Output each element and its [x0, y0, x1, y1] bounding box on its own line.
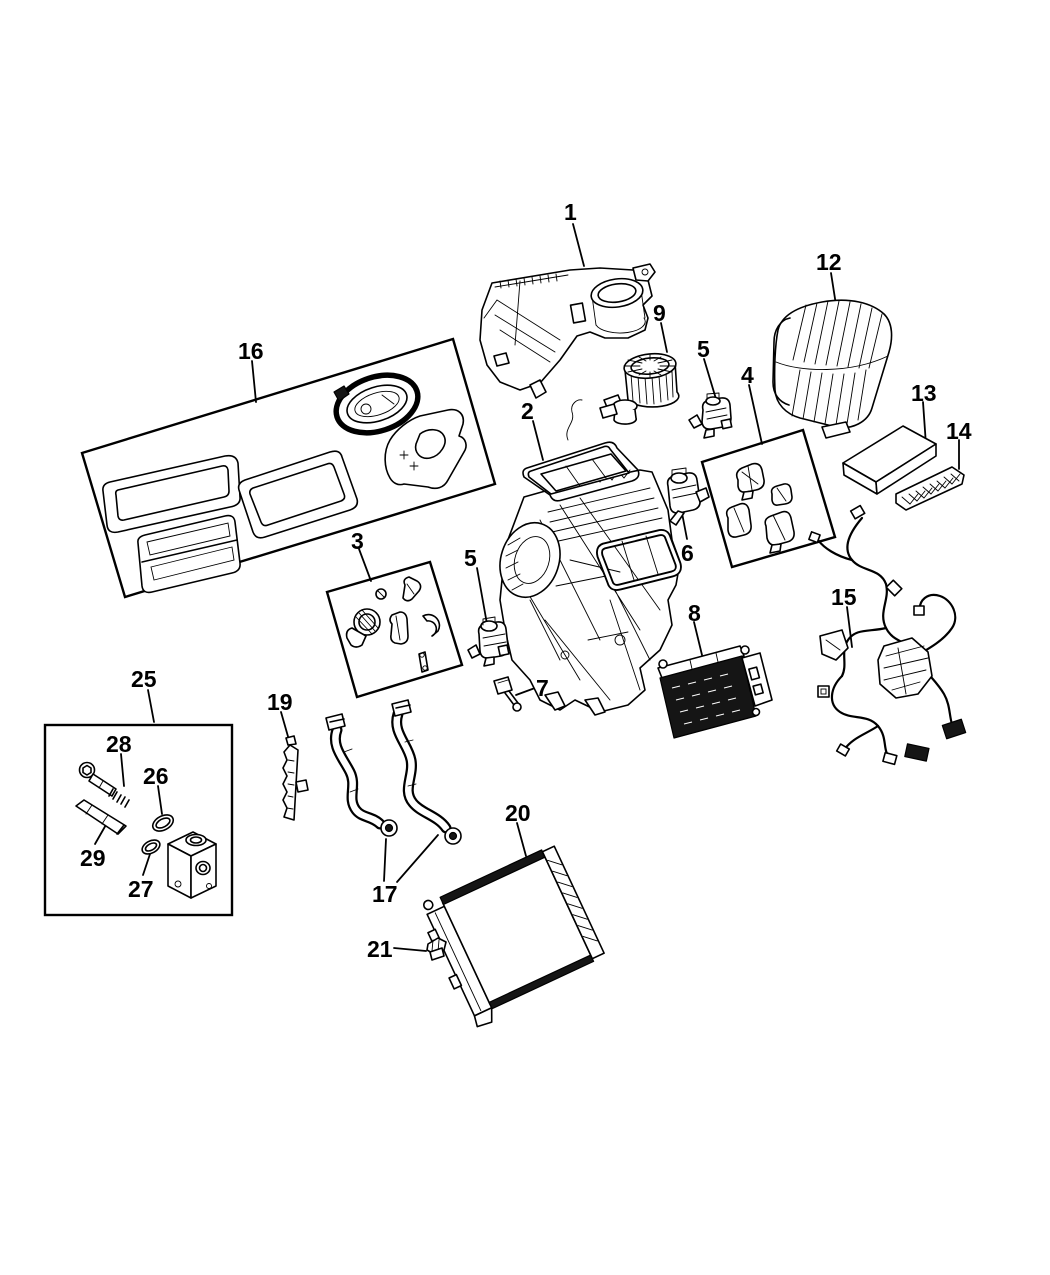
part-26-o-ring	[151, 814, 175, 832]
callout-3: 3	[351, 528, 364, 554]
callout-5-lower: 5	[464, 545, 477, 571]
part-1-air-inlet-housing	[479, 263, 656, 399]
callout-7: 7	[536, 675, 549, 701]
part-13-cabin-air-filter	[842, 425, 937, 495]
molded-gasket	[384, 408, 467, 490]
callout-25: 25	[131, 666, 157, 692]
pigtail-wire	[566, 399, 583, 441]
part-20-heater-core	[422, 845, 605, 1028]
part-5-actuator-lower	[467, 616, 510, 667]
part-12-distribution-housing	[772, 299, 893, 439]
part-25-expansion-valve-kit	[75, 761, 217, 899]
part-8-heater-element	[657, 645, 773, 739]
callout-6: 6	[681, 540, 694, 566]
part-9-blower-motor	[599, 352, 680, 425]
oval-seal	[333, 372, 421, 436]
callout-16: 16	[238, 338, 264, 364]
part-7-connector	[493, 676, 522, 712]
callout-28: 28	[106, 731, 132, 757]
callout-8: 8	[688, 600, 701, 626]
kit-box-25-outline	[43, 723, 234, 917]
kit-box-4-outline	[700, 428, 837, 569]
callout-20: 20	[505, 800, 531, 826]
part-19-bracket-strip	[282, 735, 309, 821]
callout-12: 12	[816, 249, 842, 275]
part-27-o-ring	[141, 839, 161, 855]
kit-box-3-outline	[325, 560, 464, 699]
callout-19: 19	[267, 689, 293, 715]
callout-5-upper: 5	[697, 336, 710, 362]
part-21-clip	[426, 937, 447, 961]
kit-box-16-outline	[80, 337, 497, 599]
callout-14: 14	[946, 418, 972, 444]
part-28-bolt	[78, 761, 130, 808]
callout-13: 13	[911, 380, 937, 406]
part-14-filter-grille	[895, 466, 965, 511]
callout-27: 27	[128, 876, 154, 902]
callout-1: 1	[564, 199, 577, 225]
callout-15: 15	[831, 584, 857, 610]
part-3-lever-kit	[345, 576, 441, 673]
part-5-actuator-upper	[688, 392, 733, 439]
part-15-wiring-harness	[808, 504, 967, 766]
callout-9: 9	[653, 300, 666, 326]
part-2-hvac-housing	[499, 399, 682, 716]
part-4-cam-kit	[725, 462, 795, 554]
expansion-valve-block	[167, 831, 217, 899]
leader-lines	[94, 223, 960, 952]
part-16-seal-kit	[102, 372, 467, 594]
callout-21: 21	[367, 936, 393, 962]
part-17-heater-hoses	[325, 699, 462, 845]
part-29-stud	[75, 799, 127, 835]
callout-4: 4	[741, 362, 754, 388]
part-6-actuator	[666, 467, 710, 526]
callout-26: 26	[143, 763, 169, 789]
callout-29: 29	[80, 845, 106, 871]
callout-2: 2	[521, 398, 534, 424]
callout-17: 17	[372, 881, 398, 907]
